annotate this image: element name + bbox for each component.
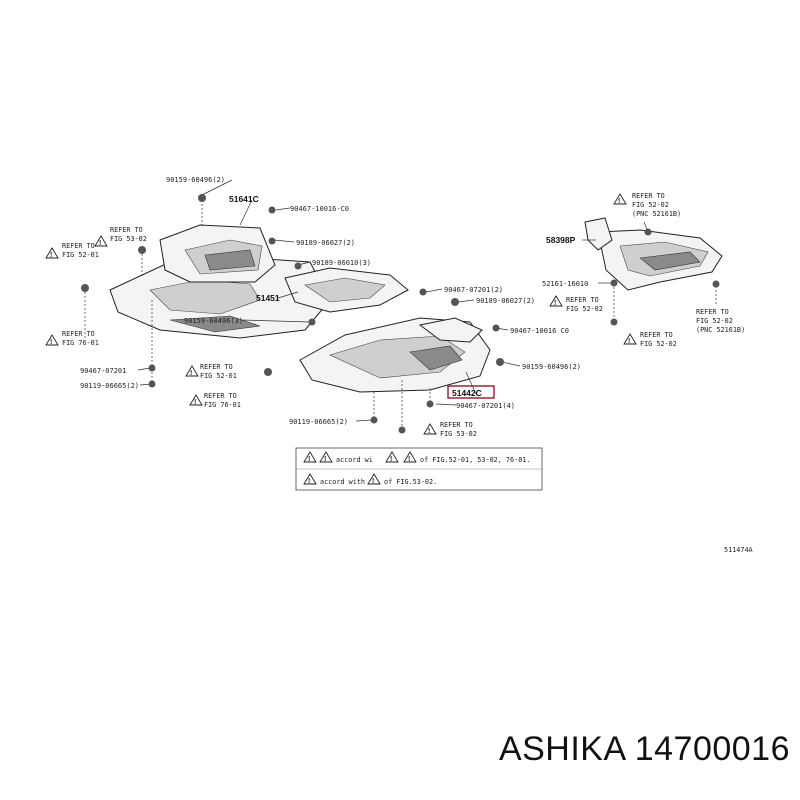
callout-90189-06010: 90189-06010(3) <box>312 259 371 267</box>
svg-text:FIG 52-02: FIG 52-02 <box>640 340 677 348</box>
svg-text:!: ! <box>628 338 630 345</box>
svg-text:REFER TO: REFER TO <box>204 392 237 400</box>
svg-text:FIG 76-01: FIG 76-01 <box>204 401 241 409</box>
callout-90467-07201-a: 90467-07201(2) <box>444 286 503 294</box>
figure-id: 511474A <box>724 546 753 554</box>
refer-note-fig-52-02-pnc-top: ! REFER TO FIG 52-02 (PNC 52161B) <box>613 192 681 218</box>
refer-note-fig-52-01-left: ! REFER TO FIG 52-01 <box>45 242 99 259</box>
callout-52161-16010: 52161-16010 <box>542 280 588 288</box>
svg-text:!: ! <box>50 252 52 259</box>
svg-text:REFER TO: REFER TO <box>696 308 729 316</box>
callout-90119-06665-b: 90119-06665(2) <box>80 382 139 390</box>
legend-row1-text-b: of FIG.52-01, 53-02, 76-01. <box>420 456 531 464</box>
svg-text:!: ! <box>50 339 52 346</box>
refer-note-fig-76-01-left: ! REFER TO FIG 76-01 <box>45 330 99 347</box>
refer-note-fig-52-01-mid: ! REFER TO FIG 52-01 <box>185 363 237 380</box>
callout-51641c: 51641C <box>229 194 259 204</box>
svg-text:REFER TO: REFER TO <box>62 330 95 338</box>
callout-51451: 51451 <box>256 293 280 303</box>
svg-text:!: ! <box>190 370 192 377</box>
svg-text:!: ! <box>372 478 374 485</box>
svg-text:REFER TO: REFER TO <box>632 192 665 200</box>
svg-text:REFER TO: REFER TO <box>62 242 95 250</box>
svg-text:!: ! <box>194 399 196 406</box>
svg-text:REFER TO: REFER TO <box>200 363 233 371</box>
product-label: ASHIKA 14700016 <box>498 730 790 768</box>
callout-90159-60496-b: 90159-60496(3) <box>184 317 243 325</box>
refer-note-fig-53-02-top: ! REFER TO FIG 53-02 <box>94 226 147 247</box>
svg-text:(PNC 52161B): (PNC 52161B) <box>696 326 745 334</box>
refer-note-fig-53-02-bottom: ! REFER TO FIG 53-02 <box>423 421 477 438</box>
callout-90467-10016-c0-b: 90467-10016 C0 <box>510 327 569 335</box>
refer-note-fig-52-02-pnc-right: REFER TO FIG 52-02 (PNC 52161B) <box>696 308 745 334</box>
legend-row2-text-b: of FIG.53-02. <box>384 478 437 486</box>
refer-note-fig-52-02-a: ! REFER TO FIG 52-02 <box>549 295 603 313</box>
svg-text:REFER TO: REFER TO <box>440 421 473 429</box>
fastener-group <box>81 194 720 434</box>
svg-text:REFER TO: REFER TO <box>110 226 143 234</box>
callout-51442c: 51442C <box>452 388 482 398</box>
svg-text:!: ! <box>554 300 556 307</box>
engine-under-cover-main <box>299 317 491 393</box>
refer-note-fig-76-01-mid: ! REFER TO FIG 76-01 <box>189 392 241 409</box>
callout-90467-07201-c: 90467-07201 <box>80 367 126 375</box>
refer-note-fig-52-02-b: ! REFER TO FIG 52-02 <box>623 331 677 348</box>
callout-90467-07201-b: 90467-07201(4) <box>456 402 515 410</box>
splash-shield-center <box>284 267 409 313</box>
svg-text:!: ! <box>618 198 620 205</box>
svg-text:!: ! <box>99 240 101 247</box>
svg-text:!: ! <box>408 456 410 463</box>
highlight-box <box>447 385 495 399</box>
svg-text:FIG 53-02: FIG 53-02 <box>110 235 147 243</box>
svg-text:!: ! <box>324 456 326 463</box>
svg-text:FIG 52-01: FIG 52-01 <box>200 372 237 380</box>
svg-text:!: ! <box>308 456 310 463</box>
svg-text:FIG 52-02: FIG 52-02 <box>566 305 603 313</box>
svg-text:FIG 52-01: FIG 52-01 <box>62 251 99 259</box>
callout-90467-10016-c0: 90467-10016-C0 <box>290 205 349 213</box>
legend-row2-text-a: accord with <box>320 478 365 486</box>
svg-text:FIG 76-01: FIG 76-01 <box>62 339 99 347</box>
callout-90119-06665-a: 90119-06665(2) <box>289 418 348 426</box>
svg-text:!: ! <box>390 456 392 463</box>
side-cover-right <box>584 217 723 291</box>
svg-text:REFER TO: REFER TO <box>566 296 599 304</box>
legend-row1-text-a: accord wi <box>336 456 373 464</box>
svg-text:REFER TO: REFER TO <box>640 331 673 339</box>
callout-90159-60496-c: 90159-60496(2) <box>522 363 581 371</box>
svg-text:!: ! <box>308 478 310 485</box>
svg-text:FIG 52-02: FIG 52-02 <box>696 317 733 325</box>
callout-90159-60496-a: 90159-60496(2) <box>166 176 225 184</box>
svg-text:FIG 53-02: FIG 53-02 <box>440 430 477 438</box>
callout-58398p: 58398P <box>546 235 576 245</box>
svg-text:!: ! <box>428 428 430 435</box>
svg-text:(PNC 52161B): (PNC 52161B) <box>632 210 681 218</box>
legend-box: ! ! accord wi ! ! of FIG.52-01, 53-02, 7… <box>295 447 543 491</box>
callout-90189-06027-a: 90189-06027(2) <box>296 239 355 247</box>
svg-text:FIG 52-02: FIG 52-02 <box>632 201 669 209</box>
callout-90189-06027-b: 90189-06027(2) <box>476 297 535 305</box>
engine-under-cover-left <box>109 224 331 339</box>
